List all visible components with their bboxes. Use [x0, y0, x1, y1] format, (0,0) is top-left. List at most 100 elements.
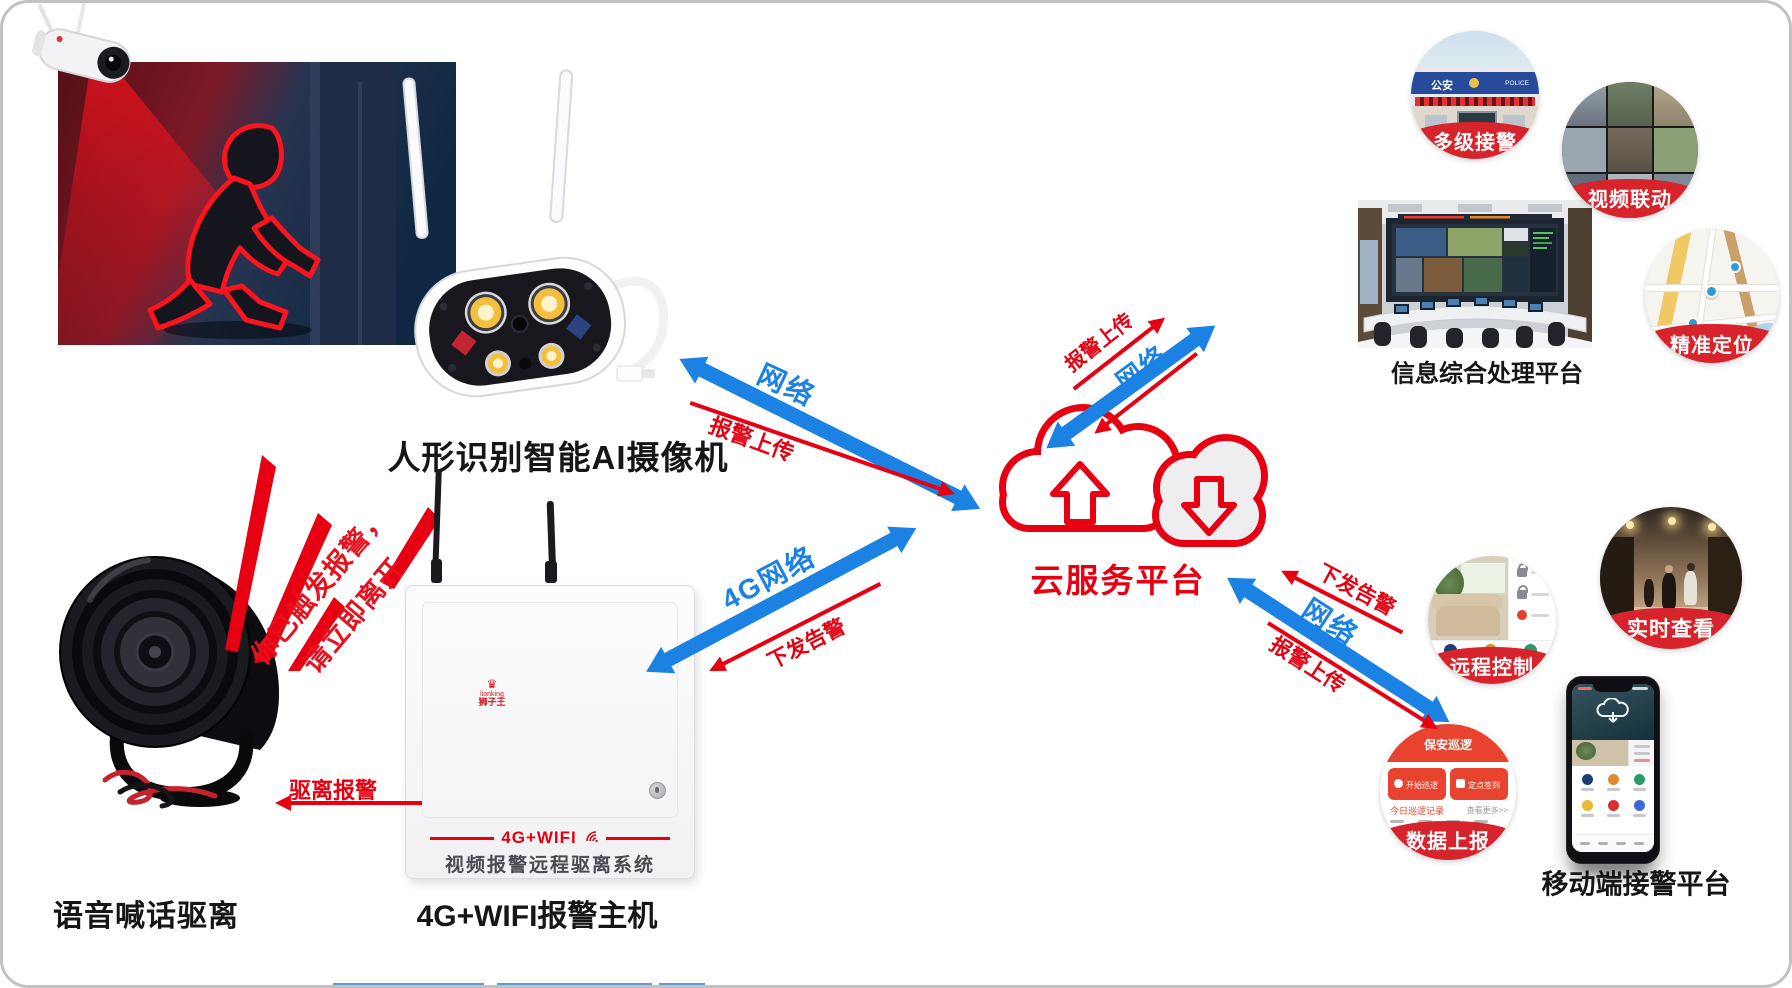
lock-icon — [1517, 585, 1528, 599]
panel-text-dash — [1531, 614, 1549, 617]
panel-dash — [1634, 745, 1650, 748]
drive-away-arrow-label: 驱离报警 — [288, 778, 378, 803]
alarm-host-image: ♛ lionking 狮子王 4G+WIFI 视频报警远程驱离系统 — [398, 455, 698, 879]
app-icon — [1608, 774, 1619, 785]
app-icon — [1582, 800, 1593, 811]
cropped-table-edge — [333, 983, 484, 986]
app-icon — [1634, 774, 1645, 785]
app-icon — [1608, 800, 1619, 811]
panel-dash — [1634, 759, 1650, 762]
cloud-icon — [975, 390, 1275, 575]
host-panel-title: 4G+WIFI — [501, 828, 577, 847]
badge-precise-location: 精准定位 — [1645, 229, 1779, 363]
badge-label: 远程控制 — [1450, 657, 1534, 680]
badge-live-view: 实时查看 — [1600, 507, 1742, 649]
police-sign-cn: 公安 — [1431, 80, 1453, 92]
ai-camera-image — [365, 68, 675, 398]
patrol-route-icon — [1394, 779, 1403, 788]
police-canopy — [1411, 67, 1539, 72]
panel-text-dash — [1531, 593, 1549, 596]
app-caption-dash — [1633, 814, 1646, 817]
speaker-label: 语音喊话驱离 — [53, 900, 239, 933]
room-window — [1458, 560, 1508, 596]
crown-icon: ♛ — [486, 677, 498, 691]
badge-label: 实时查看 — [1627, 617, 1715, 641]
mobile-platform-label: 移动端接警平台 — [1541, 869, 1731, 900]
alarm-host-door-panel — [422, 602, 678, 818]
badge-label: 数据上报 — [1406, 831, 1490, 854]
person-silhouette — [1684, 571, 1697, 605]
calendar-icon — [1456, 779, 1465, 788]
keyhole-icon — [649, 782, 666, 799]
badge-multi-level-dispatch: 公安 POLICE 多级接警 — [1411, 31, 1539, 159]
phone-side-panel — [1628, 740, 1654, 766]
sofa — [1436, 606, 1500, 636]
patrol-record-label: 今日巡逻记录 — [1390, 806, 1445, 816]
phone-room-plant — [1576, 742, 1596, 760]
app-caption-dash — [1581, 814, 1594, 817]
alert-bell-icon — [1517, 610, 1527, 620]
police-led-strip — [1415, 97, 1535, 106]
police-sign-en: POLICE — [1505, 80, 1529, 87]
app-caption-dash — [1607, 814, 1620, 817]
brand-logo: ♛ lionking 狮子王 — [464, 678, 520, 707]
app-room-photo — [1428, 556, 1508, 640]
lock-icon — [1517, 563, 1528, 577]
nav-dash — [1580, 842, 1590, 845]
nav-dash — [1616, 842, 1626, 845]
nav-dash — [1634, 842, 1644, 845]
cloud-download-icon — [1596, 698, 1629, 723]
location-pin-icon — [1705, 285, 1718, 298]
host-panel-subtitle: 视频报警远程驱离系统 — [444, 855, 655, 876]
person-head — [1665, 565, 1673, 573]
phone-app-hero — [1572, 684, 1654, 740]
cloud-upload-arrow-icon — [1050, 461, 1110, 525]
mobile-phone-image — [1566, 676, 1660, 864]
person-head — [1687, 563, 1695, 571]
patrol-app-header: 保安巡逻 — [1380, 724, 1516, 762]
status-dash — [1632, 687, 1648, 690]
app-control-panel — [1508, 556, 1556, 640]
badge-label: 精准定位 — [1670, 334, 1754, 357]
badge-remote-control: 远程控制 — [1428, 556, 1556, 684]
cropped-table-edge — [659, 983, 705, 986]
patrol-more-link: 查看更多>> — [1466, 806, 1508, 815]
cloud-download-arrow-icon — [1181, 476, 1237, 536]
badge-data-report: 保安巡逻 开始巡逻 定点签到 今日巡逻记录 查看更多>> 数据上报 — [1380, 724, 1516, 860]
host-4g-wifi-band: 4G+WIFI — [430, 828, 671, 848]
ceiling-light — [1626, 521, 1634, 529]
table-col-dash — [1390, 820, 1404, 823]
cloud-label: 云服务平台 — [1030, 562, 1206, 599]
badge-label: 视频联动 — [1588, 189, 1672, 212]
panel-dash — [1634, 752, 1650, 755]
corner-camera-icon — [26, 2, 156, 102]
ceiling-light — [1668, 517, 1676, 525]
person-silhouette — [1644, 579, 1654, 607]
host-antenna-left-base — [431, 559, 442, 583]
app-caption-dash — [1633, 788, 1646, 791]
alarm-host-label: 4G+WIFI报警主机 — [416, 900, 658, 933]
patrol-start-label: 开始巡逻 — [1406, 781, 1438, 790]
info-platform-label: 信息综合处理平台 — [1391, 360, 1583, 388]
table-col-dash — [1474, 820, 1488, 823]
alarm-host-box: ♛ lionking 狮子王 4G+WIFI 视频报警远程驱离系统 — [405, 585, 695, 879]
patrol-start-button: 开始巡逻 — [1388, 768, 1446, 800]
panel-text-dash — [1531, 571, 1549, 574]
drive-away-arrow — [290, 801, 422, 805]
host-antenna-right-base — [545, 561, 557, 583]
person-silhouette — [1662, 573, 1676, 609]
ceiling-light — [1708, 523, 1716, 531]
app-icon — [1634, 800, 1645, 811]
app-caption-dash — [1581, 788, 1594, 791]
police-badge-icon — [1469, 78, 1479, 88]
intruder-scene-image — [48, 42, 456, 345]
band-rule-left — [430, 836, 495, 840]
app-icon — [1582, 774, 1593, 785]
band-rule-right — [605, 836, 671, 840]
status-dash — [1578, 687, 1592, 690]
patrol-checkin-label: 定点签到 — [1468, 781, 1500, 790]
app-caption-dash — [1607, 788, 1620, 791]
phone-notch — [1593, 684, 1633, 692]
wifi-icon — [584, 829, 599, 847]
